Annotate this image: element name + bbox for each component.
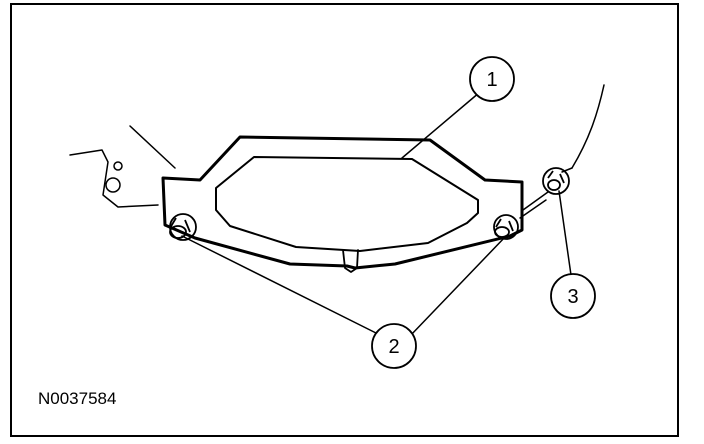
gasket-center-notch [342, 249, 359, 273]
bracket-hole-small [113, 161, 123, 171]
leader-line-2a [181, 235, 381, 336]
background-outline [69, 84, 605, 219]
gasket-bolt-left [169, 213, 197, 241]
bracket-hole-large [105, 177, 121, 193]
callout-1-label: 1 [486, 69, 497, 91]
leader-line-3 [558, 190, 573, 283]
diagram-frame [10, 3, 679, 437]
gasket-bolt-right [493, 214, 519, 240]
callout-2: 2 [371, 323, 417, 369]
callout-2-label: 2 [388, 336, 399, 358]
reference-code: N0037584 [38, 389, 116, 408]
callout-3-label: 3 [567, 286, 578, 308]
callout-3: 3 [550, 273, 596, 319]
leader-line-1 [401, 91, 481, 159]
gasket [161, 135, 524, 273]
callout-1: 1 [469, 56, 515, 102]
gasket-outer-edge [161, 135, 524, 270]
gasket-inner-opening [215, 156, 479, 252]
leader-lines [181, 91, 573, 337]
bracket-stud [542, 167, 570, 195]
leader-line-2b [409, 235, 507, 337]
